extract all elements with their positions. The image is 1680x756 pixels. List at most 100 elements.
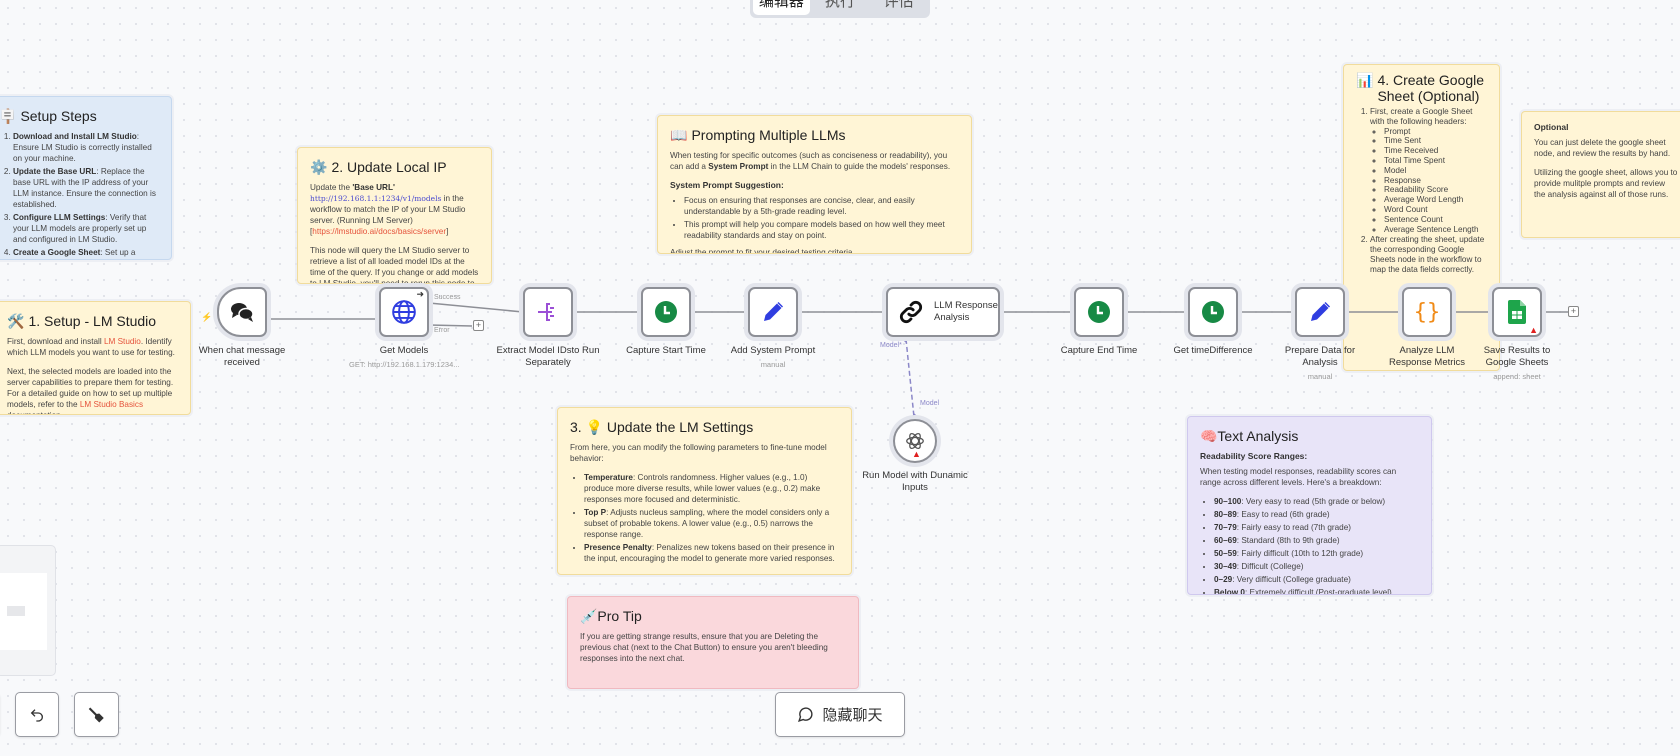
node-capture-end-time[interactable] <box>1074 287 1124 337</box>
node-title: Analyze LLM Response Metrics <box>1388 345 1466 368</box>
node-get-timedifference[interactable] <box>1188 287 1238 337</box>
note-text: : Very difficult (College graduate) <box>1232 575 1351 584</box>
header-item: Response <box>1384 176 1487 186</box>
note-title: 💉Pro Tip <box>580 607 846 625</box>
tab-editor[interactable]: 编辑器 <box>753 0 810 15</box>
note-text: documentation. <box>7 411 63 414</box>
undo-button[interactable] <box>15 692 59 737</box>
clock-icon <box>1201 300 1225 324</box>
node-label: Get timeDifference <box>1158 345 1268 357</box>
note-list-item: 30–49: Difficult (College) <box>1214 561 1419 572</box>
add-node-end-button[interactable]: + <box>1568 306 1579 317</box>
note-list: Temperature: Controls randomness. Higher… <box>570 472 839 564</box>
node-title: Get Models <box>379 345 429 356</box>
note-paragraph: When testing for specific outcomes (such… <box>670 150 959 172</box>
pencil-icon <box>1308 300 1332 324</box>
clear-chat-button[interactable] <box>74 692 119 737</box>
note-title: 3. 💡 Update the LM Settings <box>570 418 839 436</box>
note-text: Update the Base URL <box>13 167 97 176</box>
add-node-error-button[interactable]: + <box>473 320 484 331</box>
sticky-note-pro-tip[interactable]: 💉Pro Tip If you are getting strange resul… <box>567 596 859 689</box>
note-text: 80–89 <box>1214 510 1237 519</box>
note-title-text: 3. 💡 Update the LM Settings <box>570 419 754 435</box>
chat-bubble-icon <box>798 707 814 722</box>
clock-icon <box>1087 300 1111 324</box>
note-title: 🛠️1. Setup - LM Studio <box>7 312 178 330</box>
note-title: ⚙️2. Update Local IP <box>310 158 479 176</box>
note-list-item: Below 0: Extremely difficult (Post-gradu… <box>1214 587 1419 594</box>
node-get-models[interactable]: ➜ <box>379 287 429 337</box>
note-paragraph: Readability Score Ranges: <box>1200 451 1419 462</box>
note-text: : Set up a Google Sheet with the necessa… <box>100 248 136 257</box>
header-item: Sentence Count <box>1384 215 1487 225</box>
note-paragraph: From here, you can modify the following … <box>570 442 839 464</box>
node-label: Capture End Time <box>1044 345 1154 357</box>
note-text: If you are getting strange results, ensu… <box>580 632 828 663</box>
node-subtitle: GET: http://192.168.1.179:1234... <box>349 360 460 369</box>
node-title: Capture Start Time <box>626 345 706 356</box>
note-text: System Prompt Suggestion <box>670 180 781 190</box>
node-title: When chat message received <box>198 345 286 368</box>
note-text: Update the <box>310 183 353 192</box>
note-text: 30–49 <box>1214 562 1237 571</box>
trigger-bolt-icon: ⚡ <box>201 312 213 322</box>
node-extract-model-idsto-run-separately[interactable] <box>523 287 573 337</box>
note-link[interactable]: https://lmstudio.ai/docs/basics/server <box>312 227 447 236</box>
hide-chat-button[interactable]: 隐藏聊天 <box>775 692 905 737</box>
node-label: Run Model with Dunamic Inputs <box>862 470 968 493</box>
note-text: Download and Install LM Studio <box>13 132 137 141</box>
note-text: Optional <box>1534 122 1569 132</box>
note-link[interactable]: LM Studio <box>103 337 141 346</box>
node-run-model[interactable]: ▲ <box>893 419 937 463</box>
tab-executions[interactable]: 执行 <box>825 0 856 10</box>
header-item: Readability Score <box>1384 185 1487 195</box>
node-analyze-llm-response-metrics[interactable]: {} <box>1402 287 1452 337</box>
note-text: in the LLM Chain to guide the models' re… <box>768 162 951 171</box>
note-text: 60–69 <box>1214 536 1237 545</box>
note-paragraph: If you are getting strange results, ensu… <box>580 631 846 664</box>
node-save-results-to-google-sheets[interactable]: ▲ <box>1492 287 1542 337</box>
node-prepare-data-for-analysis[interactable] <box>1295 287 1345 337</box>
note-list-item: Create a Google Sheet: Set up a Google S… <box>13 247 159 259</box>
note-list: 90–100: Very easy to read (5th grade or … <box>1200 496 1419 594</box>
node-capture-start-time[interactable] <box>641 287 691 337</box>
note-list-item: 0–29: Very difficult (College graduate) <box>1214 574 1419 585</box>
tools-icon: 🛠️ <box>7 313 25 329</box>
note-text: Next, the selected models are loaded int… <box>7 367 174 409</box>
note-title-text: Prompting Multiple LLMs <box>691 127 846 143</box>
note-title-text: 2. Update Local IP <box>331 159 447 175</box>
note-link[interactable]: LM Studio Basics <box>79 400 144 409</box>
note-list-item: Temperature: Controls randomness. Higher… <box>584 472 839 505</box>
note-list-item: Update the Base URL: Replace the base UR… <box>13 166 159 210</box>
google-sheets-icon <box>1508 300 1526 324</box>
header-item: Time Received <box>1384 146 1487 156</box>
tab-evaluations[interactable]: 评估 <box>883 0 914 10</box>
note-paragraph: Adjust the prompt to fit your desired te… <box>670 247 959 253</box>
header-item: Average Word Length <box>1384 195 1487 205</box>
note-text: Top P <box>584 508 607 517</box>
note-text: This node will query the LM Studio serve… <box>310 246 479 284</box>
node-llm-response-analysis[interactable]: LLM Response Analysis <box>886 287 1000 337</box>
node-add-system-prompt[interactable] <box>748 287 798 337</box>
note-text: Configure LLM Settings <box>13 213 106 222</box>
note-paragraph: System Prompt Suggestion: <box>670 180 959 191</box>
sticky-note-setup-steps[interactable]: 🪧Setup StepsDownload and Install LM Stud… <box>0 96 172 260</box>
minimap-panel[interactable] <box>0 545 56 676</box>
note-paragraph: You can just delete the google sheet nod… <box>1534 137 1678 159</box>
note-text: : Replace the base URL with the IP addre… <box>13 167 156 209</box>
node-when-chat-message-received[interactable] <box>217 287 267 337</box>
node-subtitle: manual <box>1307 372 1333 381</box>
note-text: : Penalizes new tokens based on their pr… <box>584 543 835 563</box>
note-text: : Ensure LM Studio is correctly installe… <box>13 132 152 163</box>
warning-icon: ▲ <box>912 449 921 459</box>
